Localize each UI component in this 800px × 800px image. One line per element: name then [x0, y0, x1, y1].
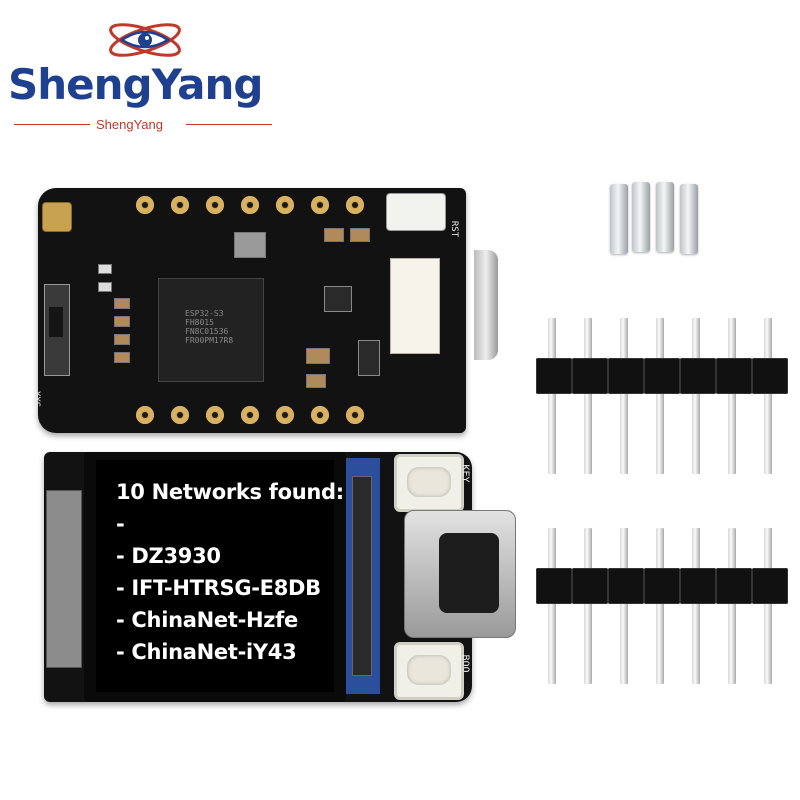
- smd-component: [306, 348, 330, 364]
- boot-button-cap[interactable]: [407, 655, 451, 685]
- brand-tagline: ShengYang: [96, 117, 163, 132]
- header-housing: [644, 568, 680, 604]
- display-line: - ChinaNet-Hzfe: [116, 608, 298, 632]
- header-pad: [171, 406, 189, 424]
- header-housing: [752, 358, 788, 394]
- header-pin: [656, 528, 664, 684]
- boot-button[interactable]: [394, 642, 464, 700]
- header-pin: [620, 318, 628, 474]
- smd-component: [114, 352, 130, 363]
- usb-c-opening: [439, 533, 499, 613]
- header-pin: [620, 528, 628, 684]
- smd-component: [306, 374, 326, 388]
- header-pad: [276, 196, 294, 214]
- smd-component: [114, 298, 130, 309]
- rst-label: RST: [449, 220, 460, 238]
- header-housing: [572, 358, 608, 394]
- header-pin: [692, 528, 700, 684]
- usb-c-port[interactable]: [404, 510, 516, 638]
- header-pin: [548, 528, 556, 684]
- header-pin: [584, 528, 592, 684]
- usb-edge: [474, 250, 498, 360]
- standoff-group: [604, 180, 704, 272]
- tft-display: 10 Networks found: - - DZ3930 - IFT-HTRS…: [96, 460, 344, 692]
- header-pin: [656, 318, 664, 474]
- pin-header: [536, 528, 788, 688]
- brand-logo: ShengYang ShengYang: [0, 0, 300, 140]
- standoff: [632, 182, 650, 252]
- header-housing: [608, 358, 644, 394]
- eye-icon: [109, 23, 181, 57]
- side-strip: [46, 490, 82, 668]
- display-line: - DZ3930: [116, 544, 221, 568]
- header-pad: [241, 196, 259, 214]
- key-button[interactable]: [394, 454, 464, 512]
- transistor: [358, 340, 380, 376]
- smd-component: [114, 316, 130, 327]
- header-pad: [311, 196, 329, 214]
- header-housing: [644, 358, 680, 394]
- esp32-chip: ESP32-S3 FH8015 FN8C01536 FR00PM17R8: [158, 278, 264, 382]
- header-housing: [716, 358, 752, 394]
- header-housing: [572, 568, 608, 604]
- header-pad: [171, 196, 189, 214]
- header-pad: [346, 406, 364, 424]
- header-pad: [311, 406, 329, 424]
- battery-connector: [386, 193, 446, 231]
- header-housing: [752, 568, 788, 604]
- header-pad: [136, 196, 154, 214]
- header-housing: [536, 358, 572, 394]
- esp32-board-back: ESP32-S3 FH8015 FN8C01536 FR00PM17R8 XXS…: [31, 188, 498, 433]
- header-pin: [728, 528, 736, 684]
- pin-header: [536, 318, 788, 478]
- display-line: - ChinaNet-iY43: [116, 640, 297, 664]
- smd-component: [350, 228, 370, 242]
- header-housing: [608, 568, 644, 604]
- standoff: [610, 184, 628, 254]
- header-pad: [346, 196, 364, 214]
- header-housing: [680, 568, 716, 604]
- header-pin: [764, 318, 772, 474]
- header-housing: [716, 568, 752, 604]
- key-label: KEY: [459, 464, 471, 483]
- key-button-cap[interactable]: [407, 467, 451, 497]
- header-pad: [206, 406, 224, 424]
- brand-divider-right: [186, 124, 272, 125]
- standoff: [656, 182, 674, 252]
- jst-connector: [390, 258, 440, 354]
- brand-divider-left: [14, 124, 90, 125]
- smd-component: [114, 334, 130, 345]
- smd-component: [98, 282, 112, 292]
- power-switch: [44, 284, 70, 376]
- standoff: [680, 184, 698, 254]
- header-housing: [536, 568, 572, 604]
- display-line: -: [116, 512, 125, 536]
- header-pin: [584, 318, 592, 474]
- header-pad: [276, 406, 294, 424]
- display-line: 10 Networks found:: [116, 480, 344, 504]
- ffc-connector: [352, 476, 372, 676]
- crystal: [234, 232, 266, 258]
- antenna-connector: [42, 202, 72, 232]
- header-pad: [206, 196, 224, 214]
- boot-label: BOO: [459, 654, 471, 673]
- side-label: XXS: [31, 390, 42, 408]
- header-pad: [136, 406, 154, 424]
- header-pin: [764, 528, 772, 684]
- brand-name: ShengYang: [8, 60, 263, 109]
- header-pad: [241, 406, 259, 424]
- regulator-chip: [324, 286, 352, 312]
- header-pin: [728, 318, 736, 474]
- header-housing: [680, 358, 716, 394]
- header-pin: [548, 318, 556, 474]
- chip-marking: ESP32-S3 FH8015 FN8C01536 FR00PM17R8: [185, 309, 234, 345]
- header-pin: [692, 318, 700, 474]
- display-line: - IFT-HTRSG-E8DB: [116, 576, 321, 600]
- smd-component: [324, 228, 344, 242]
- smd-component: [98, 264, 112, 274]
